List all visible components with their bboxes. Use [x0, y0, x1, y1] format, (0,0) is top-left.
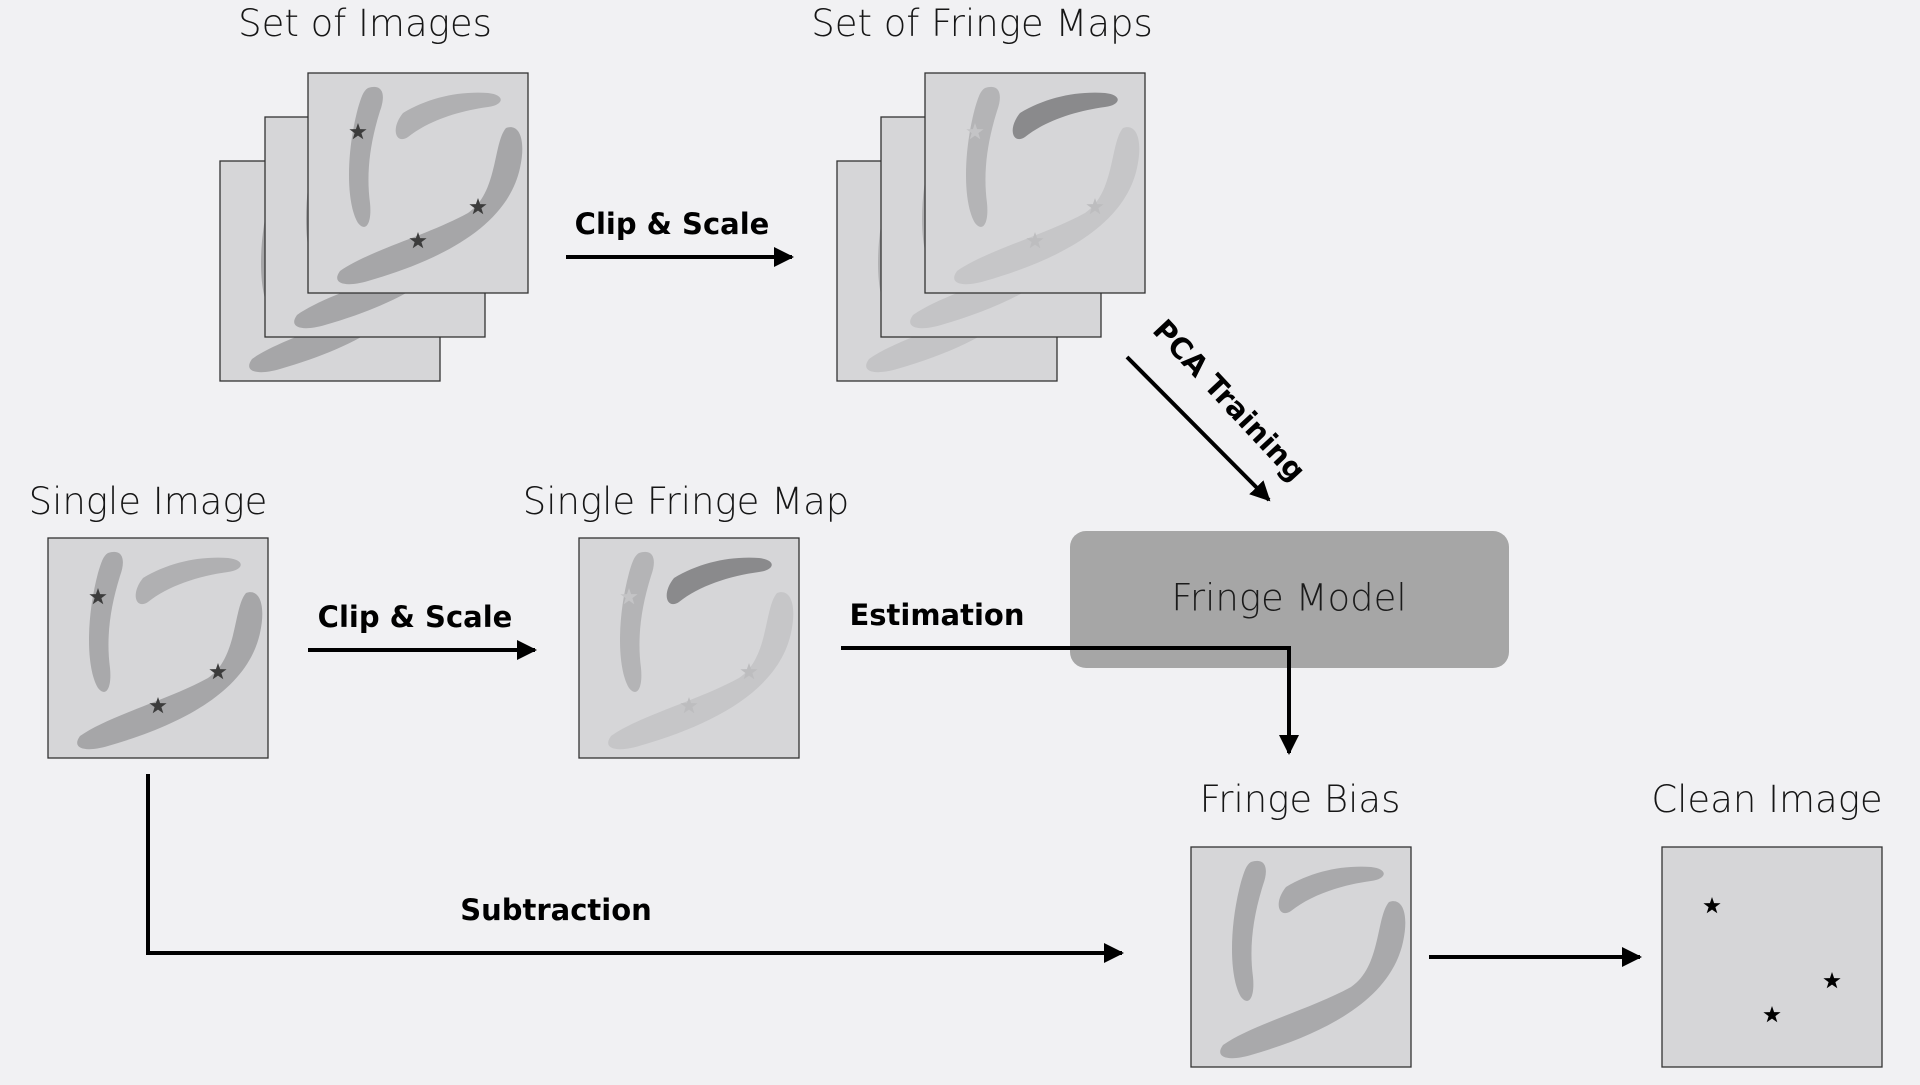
- label-clip-scale-top: Clip & Scale: [575, 207, 770, 241]
- arrow-icon: [1125, 355, 1271, 502]
- title-fringe-bias: Fringe Bias: [1200, 778, 1401, 821]
- stack-panel-front: [307, 72, 529, 294]
- fringe-model-label: Fringe Model: [1171, 577, 1406, 620]
- label-subtraction: Subtraction: [460, 893, 652, 927]
- title-single-fringe-map: Single Fringe Map: [523, 480, 850, 523]
- fringe-model-box: Fringe Model: [1070, 531, 1509, 668]
- single-fringe-map-panel: [578, 537, 800, 759]
- single-image-panel: [47, 537, 269, 759]
- arrow-icon: [146, 774, 1124, 963]
- set-of-fringe-maps-stack: [836, 72, 1146, 382]
- title-set-of-fringe-maps: Set of Fringe Maps: [811, 2, 1153, 45]
- label-clip-scale-mid: Clip & Scale: [318, 600, 513, 634]
- title-clean-image: Clean Image: [1651, 778, 1882, 821]
- fringe-bias-panel: [1190, 846, 1412, 1068]
- fringe-stack-panel-front: [924, 72, 1146, 294]
- arrow-icon: [841, 646, 1299, 755]
- title-set-of-images: Set of Images: [238, 2, 492, 45]
- title-single-image: Single Image: [29, 480, 268, 523]
- label-estimation: Estimation: [849, 598, 1024, 632]
- clean-image-panel: [1661, 846, 1883, 1068]
- set-of-images-stack: [219, 72, 529, 382]
- flow-arrows: [146, 247, 1642, 967]
